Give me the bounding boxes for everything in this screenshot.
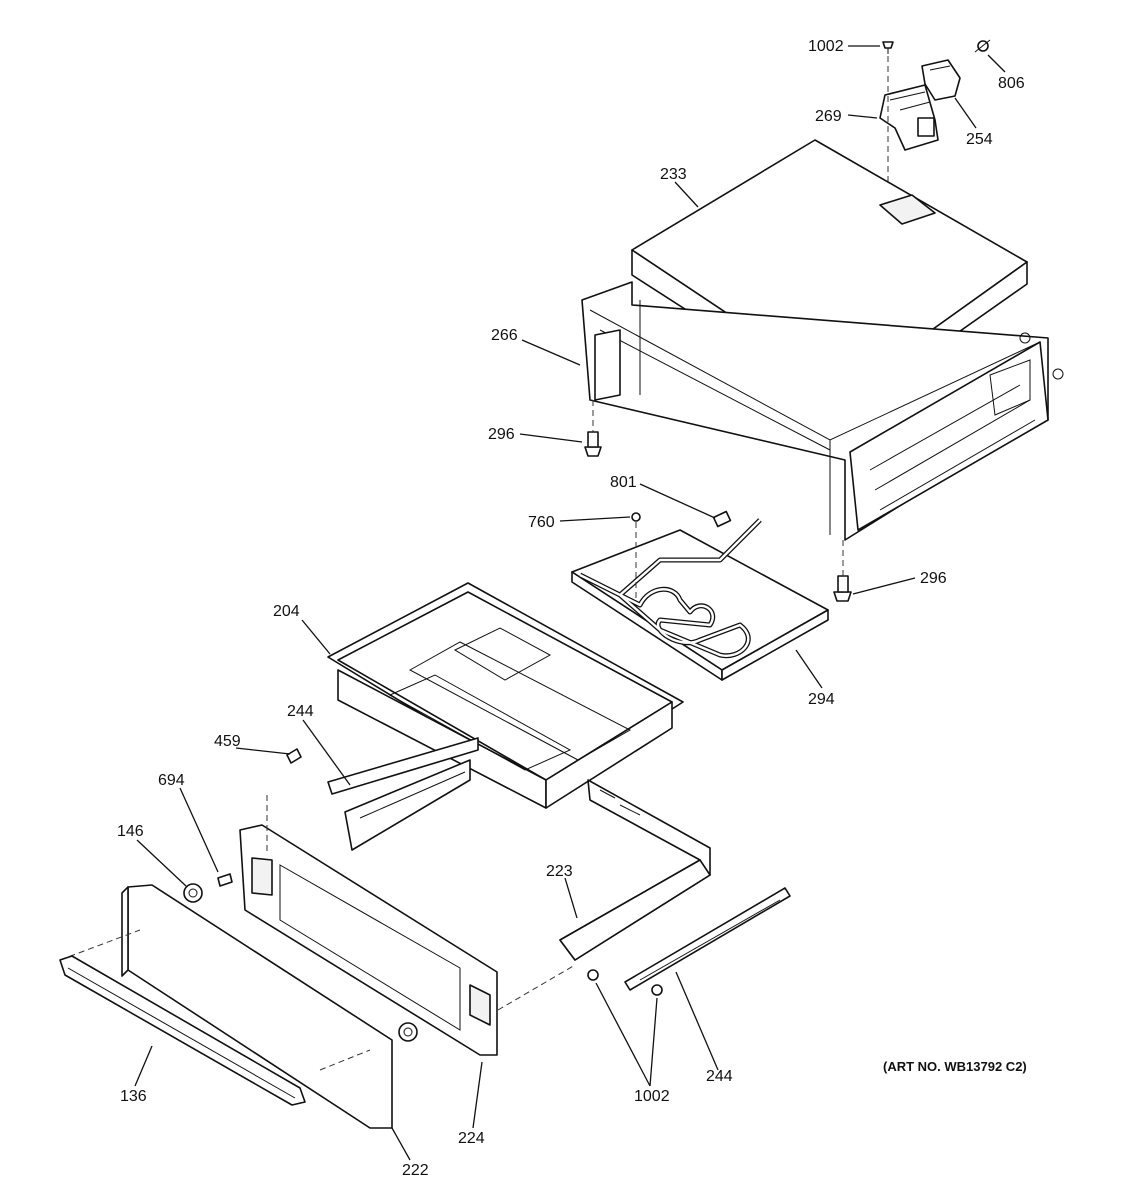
label-136: 136 — [120, 1088, 147, 1105]
screw-1002-bottom-a — [587, 969, 599, 981]
label-1002-top: 1002 — [808, 38, 844, 55]
label-296-right: 296 — [920, 570, 947, 587]
screw-760 — [631, 512, 641, 522]
label-146: 146 — [117, 823, 144, 840]
label-459: 459 — [214, 733, 241, 750]
screw-296-left — [584, 431, 602, 457]
label-244-left: 244 — [287, 703, 314, 720]
label-223: 223 — [546, 863, 573, 880]
label-296-left: 296 — [488, 426, 515, 443]
bumper-146-right — [398, 1022, 418, 1042]
screw-1002-bottom-b — [651, 984, 663, 996]
screw-1002-top — [882, 41, 894, 54]
label-801: 801 — [610, 474, 637, 491]
hinge-bracket-269 — [879, 84, 939, 151]
label-204: 204 — [273, 603, 300, 620]
drawer-frame-223 — [559, 779, 711, 961]
terminal-block-254 — [921, 59, 961, 101]
label-244-right: 244 — [706, 1068, 733, 1085]
screw-694 — [217, 873, 233, 887]
label-1002-bottom: 1002 — [634, 1088, 670, 1105]
handle-136 — [59, 955, 306, 1106]
label-269: 269 — [815, 108, 842, 125]
art-number: (ART NO. WB13792 C2) — [883, 1059, 1027, 1074]
screw-806 — [974, 39, 991, 53]
terminal-801 — [712, 510, 732, 528]
slide-rail-244-right — [624, 887, 791, 991]
drawer-pan-204 — [327, 582, 684, 809]
label-694: 694 — [158, 772, 185, 789]
screw-296-right — [833, 575, 852, 602]
label-806: 806 — [998, 75, 1025, 92]
bumper-146 — [183, 883, 203, 903]
heating-element-coil — [578, 518, 762, 659]
label-233: 233 — [660, 166, 687, 183]
slide-rail-244-left — [327, 737, 479, 851]
label-222: 222 — [402, 1162, 429, 1179]
label-224: 224 — [458, 1130, 485, 1147]
drawer-housing-266 — [581, 281, 1064, 541]
label-760: 760 — [528, 514, 555, 531]
inner-front-panel-224 — [239, 824, 498, 1056]
label-254: 254 — [966, 131, 993, 148]
label-266: 266 — [491, 327, 518, 344]
clip-459 — [286, 748, 302, 764]
label-294: 294 — [808, 691, 835, 708]
